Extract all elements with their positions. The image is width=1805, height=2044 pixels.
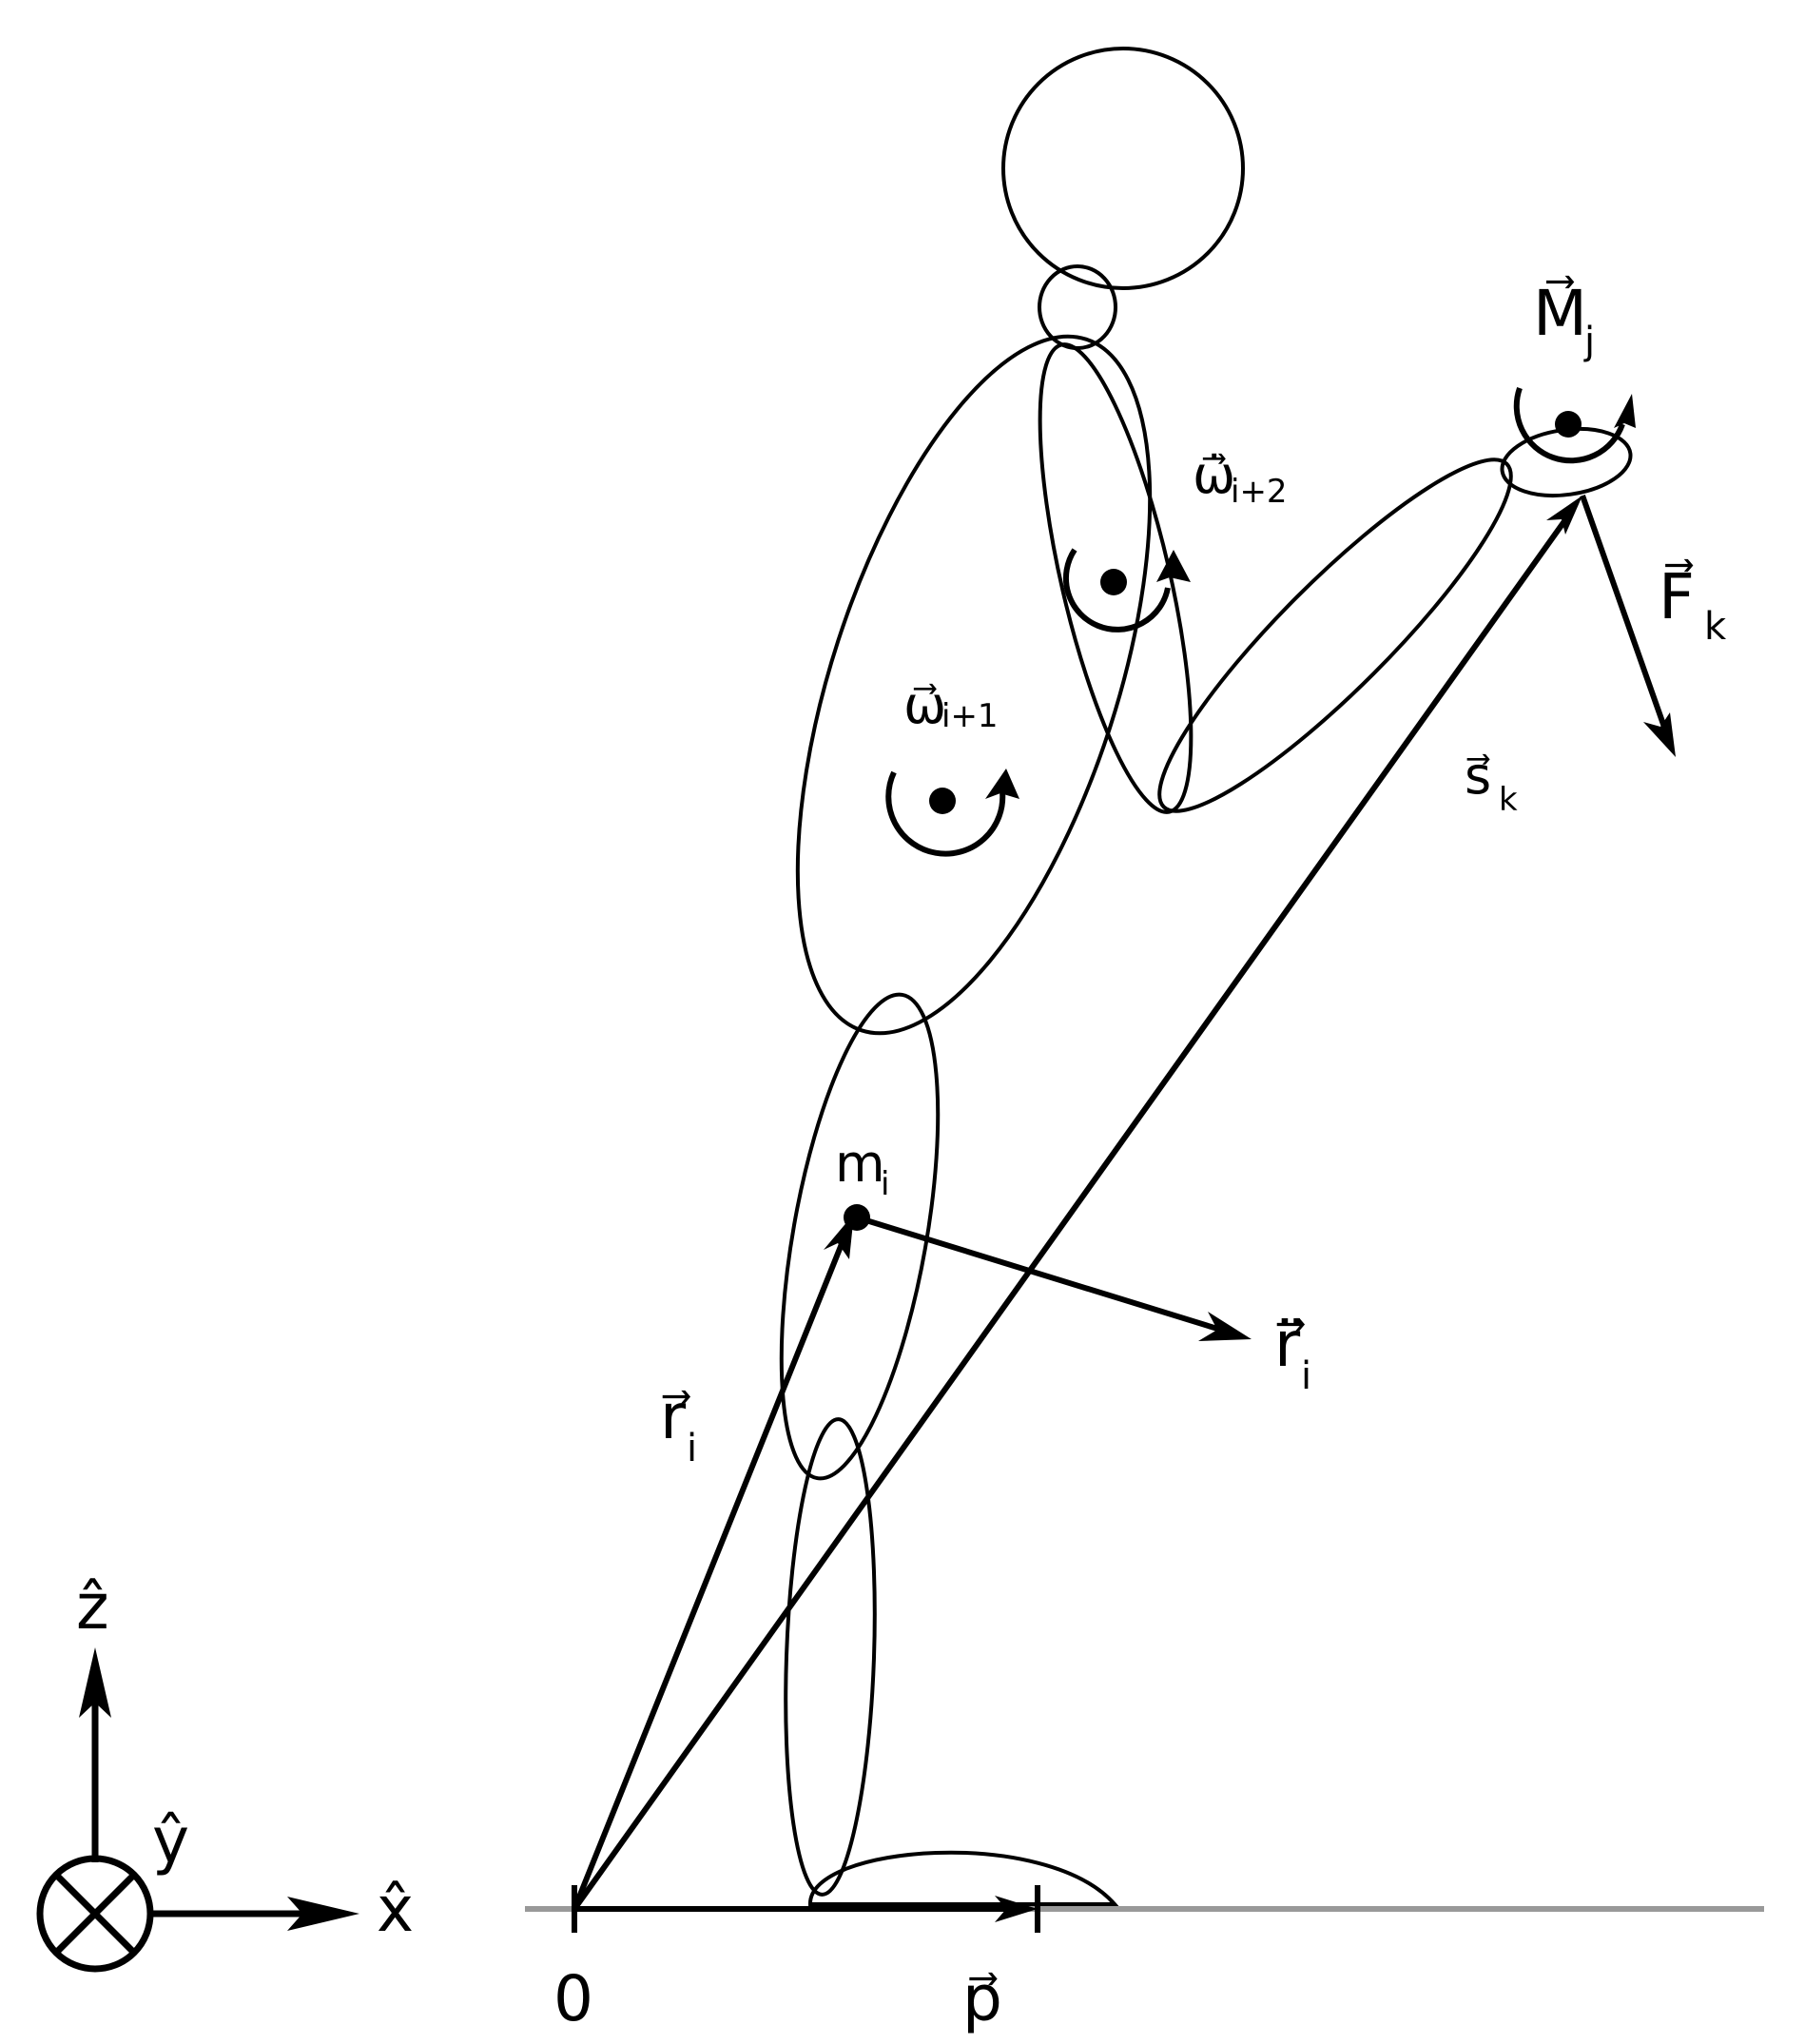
omega-i+1-rotation [885, 769, 1019, 857]
origin-label: 0 [553, 1962, 593, 2035]
p-vector [574, 1896, 1038, 1922]
head [1001, 47, 1245, 290]
foot [807, 1850, 1119, 1906]
omega-i+1-label-subscript: i+1 [941, 697, 999, 735]
F-label: F⃗ [1659, 558, 1695, 633]
coordinate-frame [36, 1647, 359, 1973]
force-vector [1580, 495, 1676, 757]
acceleration-vector [856, 1215, 1252, 1341]
omega-dot-i+2-label: ω⃗̇ [1193, 445, 1235, 505]
M-label: M⃗ [1533, 275, 1587, 350]
p-label: p⃗ [962, 1962, 1002, 2035]
M-label-subscript: j [1583, 320, 1595, 363]
forearm [1157, 457, 1513, 813]
trunk-center-point [929, 788, 956, 814]
omega-i+1-label: ω⃗ [903, 675, 946, 735]
s-label-subscript: k [1499, 781, 1518, 819]
shank [784, 1417, 877, 1897]
stick-figure [779, 47, 1633, 1906]
thigh [779, 992, 941, 1481]
omega-dot-i+2-rotation [1062, 548, 1191, 633]
r-label-subscript: i [687, 1427, 697, 1470]
z-axis-label: ẑ [76, 1570, 109, 1644]
F-label-subscript: k [1704, 605, 1727, 649]
arm-center-point [1100, 569, 1127, 595]
r-dot-dot-label-subscript: i [1301, 1354, 1311, 1398]
hand-point [1555, 411, 1582, 438]
trunk [795, 334, 1153, 1036]
omega-dot-i+2-label-subscript: i+2 [1231, 473, 1288, 511]
s-label: s⃗ [1465, 746, 1491, 806]
m-label: m [835, 1134, 885, 1194]
m-label-subscript: i [881, 1165, 889, 1203]
moment-symbol [1513, 387, 1636, 464]
mass-point [844, 1204, 870, 1231]
y-axis-into-page-icon [36, 1855, 154, 1973]
x-axis-label: x̂ [377, 1873, 414, 1946]
y-axis-label: ŷ [152, 1804, 189, 1878]
r-vector [572, 1214, 854, 1911]
s-vector [572, 496, 1582, 1911]
